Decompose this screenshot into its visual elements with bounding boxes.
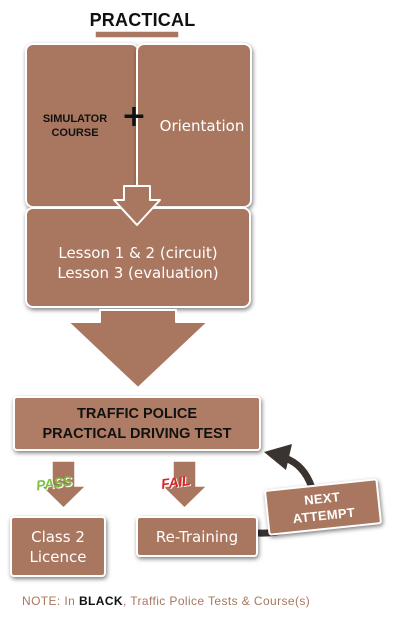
licence-line-2: Licence [29,547,87,566]
test-line-2: PRACTICAL DRIVING TEST [42,425,232,442]
licence-text: Class 2 Licence [30,527,87,567]
diagram-title: PRACTICAL [89,10,196,30]
test-text: TRAFFIC POLICE PRACTICAL DRIVING TEST [42,404,231,444]
simulator-course-box: SIMULATOR COURSE [25,43,139,208]
retry-cycle-arrowhead-icon [264,444,292,470]
re-training-label: Re-Training [155,527,239,546]
test-line-1: TRAFFIC POLICE [76,405,197,422]
footnote-prefix: NOTE: In [22,594,79,608]
orientation-label: Orientation [159,116,245,135]
simulator-course-label: SIMULATOR COURSE [42,112,108,139]
title-connector-bar [94,30,180,39]
licence-line-1: Class 2 [31,527,85,546]
plus-icon: + [121,99,147,134]
footnote-highlight: BLACK [78,594,123,608]
next-attempt-box: NEXT ATTEMPT [263,478,383,536]
footnote-suffix: , Traffic Police Tests & Course(s) [122,594,311,608]
lessons-box: Lesson 1 & 2 (circuit) Lesson 3 (evaluat… [25,207,251,308]
lessons-line-2: Lesson 3 (evaluation) [57,263,219,282]
practical-driving-test-box: TRAFFIC POLICE PRACTICAL DRIVING TEST [13,396,261,451]
arrow-lessons-to-test-icon [67,309,209,389]
orientation-box: Orientation [136,43,252,208]
pass-tag: PASS [35,472,73,494]
footnote: NOTE: In BLACK, Traffic Police Tests & C… [22,594,310,608]
fail-tag: FAIL [160,472,192,492]
lessons-line-1: Lesson 1 & 2 (circuit) [58,243,218,262]
lessons-text: Lesson 1 & 2 (circuit) Lesson 3 (evaluat… [57,233,218,283]
re-training-box: Re-Training [136,516,258,557]
next-attempt-text: NEXT ATTEMPT [290,487,356,527]
class-2-licence-box: Class 2 Licence [10,516,106,577]
